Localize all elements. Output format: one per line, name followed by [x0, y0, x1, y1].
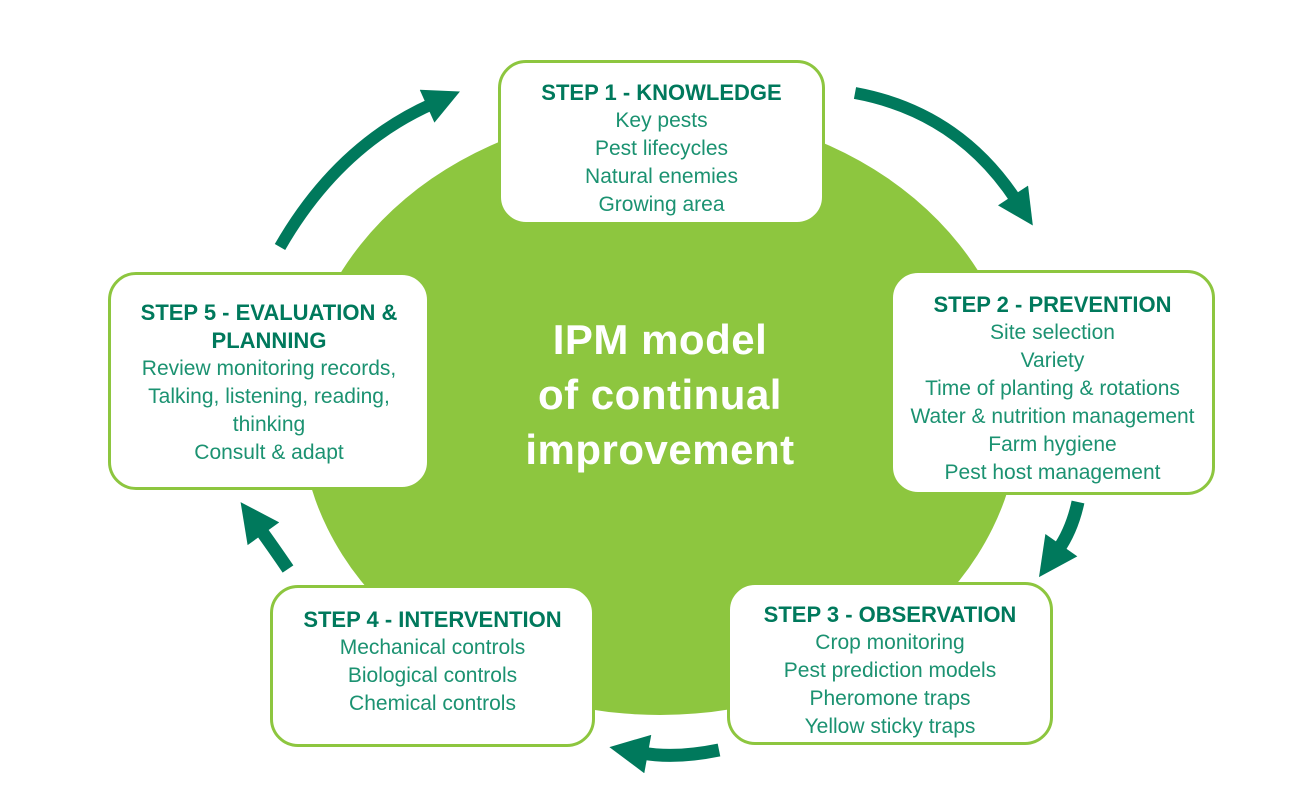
- arrow-step2-to-step3-icon: [1038, 500, 1085, 578]
- step-item: Site selection: [990, 321, 1115, 344]
- step-3-title: STEP 3 - OBSERVATION: [763, 602, 1017, 627]
- step-item: thinking: [232, 413, 306, 436]
- step-item: Pest host management: [944, 461, 1161, 484]
- step-item: Pheromone traps: [809, 687, 971, 710]
- step-item: Natural enemies: [585, 165, 738, 188]
- step-item: Yellow sticky traps: [804, 715, 976, 738]
- step-item: Pest prediction models: [783, 659, 997, 682]
- step-item: Pest lifecycles: [594, 137, 729, 160]
- step-1-title: STEP 1 - KNOWLEDGE: [541, 80, 782, 105]
- step-item: Review monitoring records,: [141, 357, 397, 380]
- arrow-step3-to-step4-icon: [609, 734, 721, 774]
- center-title-line: improvement: [525, 426, 795, 473]
- step-item: Water & nutrition management: [910, 405, 1195, 428]
- step-item: Key pests: [615, 109, 708, 132]
- step-2-title: STEP 2 - PREVENTION: [933, 292, 1172, 317]
- step-5-box: STEP 5 - EVALUATION & PLANNING Review mo…: [108, 272, 430, 490]
- step-item: Farm hygiene: [988, 433, 1117, 456]
- step-item: Talking, listening, reading,: [148, 385, 390, 408]
- step-4-box: STEP 4 - INTERVENTION Mechanical control…: [270, 585, 595, 747]
- step-4-title: STEP 4 - INTERVENTION: [303, 607, 562, 632]
- step-item: Growing area: [598, 193, 725, 216]
- arrow-step4-to-step5-icon: [240, 502, 294, 573]
- step-item: Time of planting & rotations: [925, 377, 1180, 400]
- center-title-line: of continual: [538, 371, 782, 418]
- step-item: Biological controls: [347, 664, 518, 687]
- step-item: Consult & adapt: [194, 441, 344, 464]
- step-item: Chemical controls: [349, 692, 516, 715]
- step-5-items: Review monitoring records, Talking, liste…: [121, 355, 417, 467]
- step-item: Crop monitoring: [815, 631, 965, 654]
- step-5-title: STEP 5 - EVALUATION & PLANNING: [140, 300, 398, 353]
- step-item: Mechanical controls: [339, 636, 526, 659]
- center-title: IPM model of continual improvement: [450, 312, 870, 477]
- center-title-line: IPM model: [552, 316, 768, 363]
- step-item: Variety: [1020, 349, 1085, 372]
